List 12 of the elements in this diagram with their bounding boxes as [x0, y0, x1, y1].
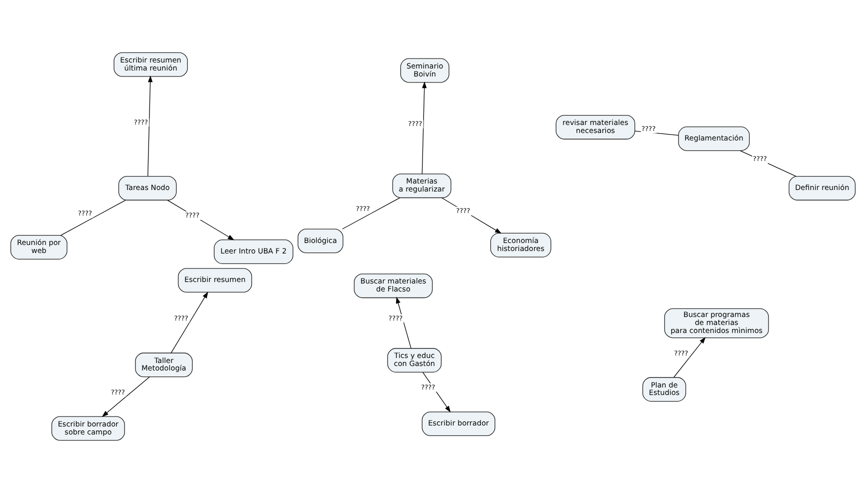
- arrow: [422, 82, 427, 174]
- connector: [740, 150, 796, 177]
- connector: [634, 130, 679, 136]
- arrow: [102, 376, 150, 417]
- arrow: [422, 372, 451, 413]
- arrow: [442, 198, 502, 234]
- arrow: [148, 76, 153, 176]
- connector: [60, 200, 126, 236]
- arrow: [396, 296, 412, 349]
- arrow: [167, 200, 234, 240]
- arrow: [170, 292, 208, 354]
- connector: [342, 197, 400, 230]
